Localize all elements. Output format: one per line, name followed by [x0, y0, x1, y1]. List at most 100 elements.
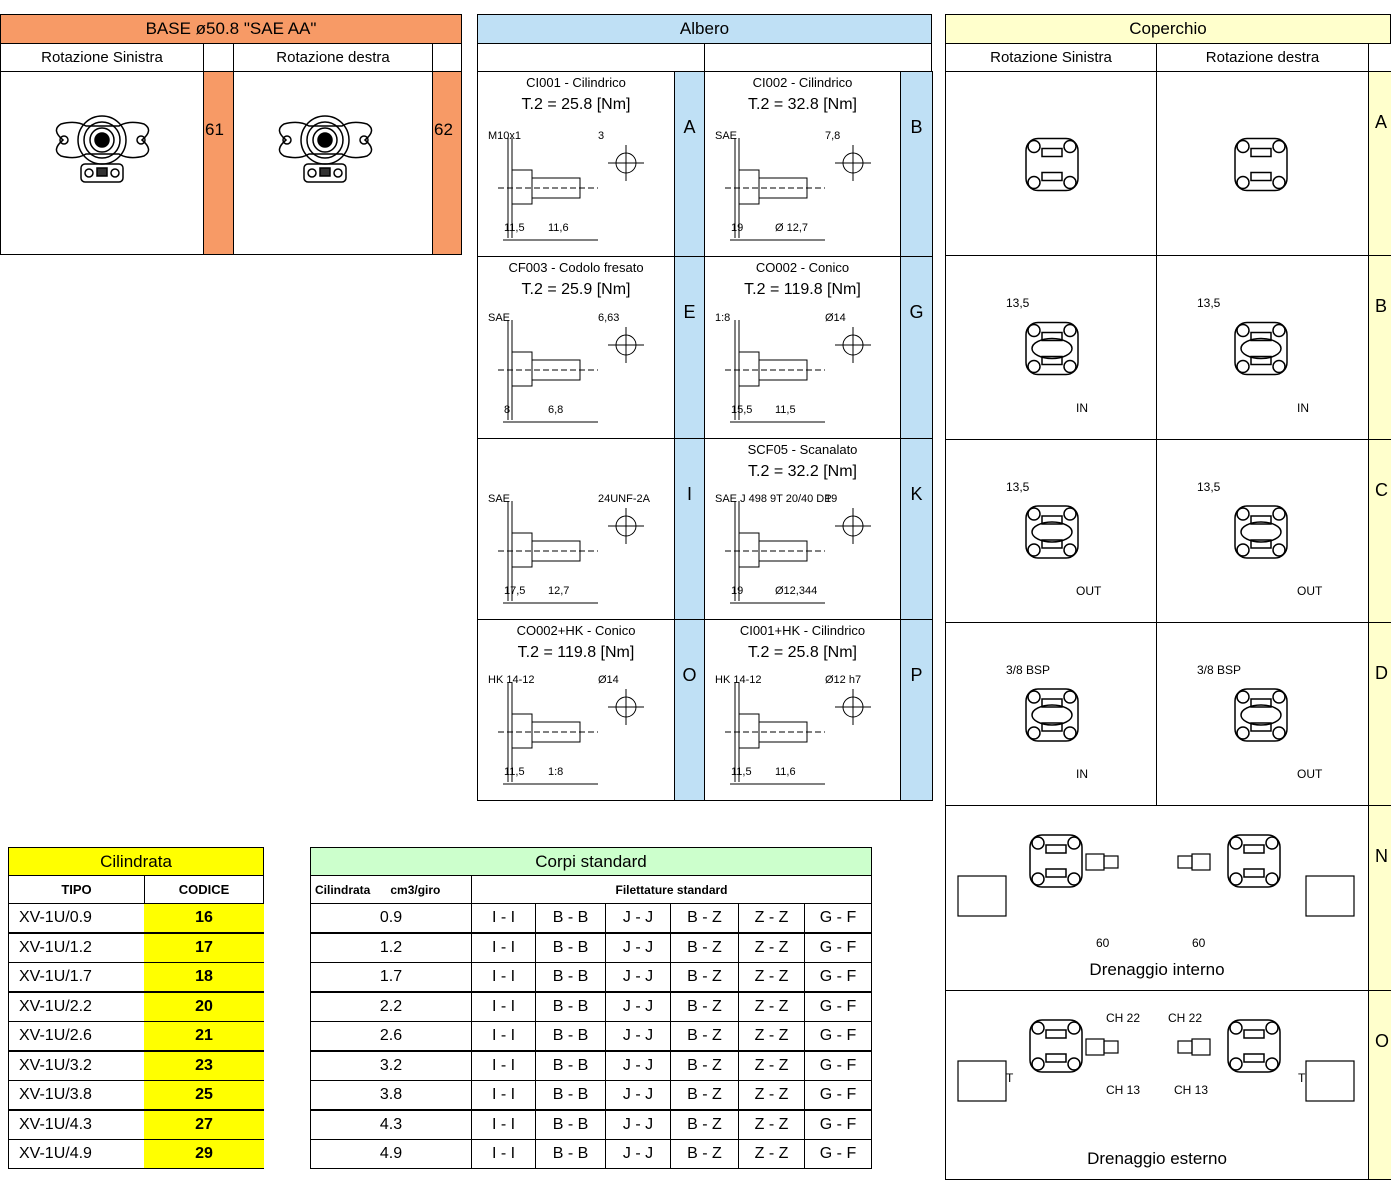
corpi-thread-cell: B - B: [535, 1021, 606, 1051]
shaft-letter: K: [900, 438, 933, 620]
shaft-drawing: [498, 320, 644, 423]
cover-letter: B: [1368, 255, 1391, 440]
shaft-dim-top2: 19: [825, 493, 838, 505]
shaft-dim-top: M10x1: [488, 130, 522, 142]
shaft-drawing: [498, 682, 644, 785]
shaft-dim-top: 1:8: [715, 312, 731, 324]
shaft-dim-bottom: 17,5: [504, 585, 526, 597]
shaft-torque: T.2 = 119.8 [Nm]: [517, 644, 635, 661]
cover-label-port: IN: [1076, 767, 1088, 781]
shaft-name: CI001 - Cilindrico: [526, 75, 626, 90]
shaft-letter: I: [674, 438, 705, 620]
cover-label: 13,5: [1006, 296, 1030, 310]
shaft-dim-bottom: 15,5: [731, 404, 753, 416]
cilindrata-col-tipo: TIPO: [8, 875, 145, 904]
shaft-cell: SCF05 - Scanalato T.2 = 32.2 [Nm] 19 Ø12…: [704, 438, 901, 620]
base-code-left-cell: 61: [203, 71, 234, 255]
corpi-thread-cell: J - J: [605, 1080, 671, 1110]
cilindrata-tipo: XV-1U/2.2: [8, 991, 145, 1022]
shaft-dim-bottom2: 6,8: [548, 404, 564, 416]
shaft-drawing: [725, 320, 871, 423]
corpi-cilindrata-value: 3.2: [310, 1050, 472, 1081]
cover-label-port: IN: [1297, 401, 1309, 415]
cover-left-drawing: [1025, 321, 1079, 376]
corpi-thread-cell: Z - Z: [738, 1080, 805, 1110]
shaft-dim-bottom2: 11,6: [775, 766, 796, 778]
corpi-thread-cell: B - Z: [670, 1109, 739, 1140]
cilindrata-codice: 20: [144, 991, 264, 1022]
cover-left-cell: 3/8 BSP IN: [945, 622, 1157, 806]
coperchio-rot-left-header: Rotazione Sinistra: [945, 43, 1157, 72]
cover-label-port: OUT: [1297, 584, 1323, 598]
cover-letter: N: [1368, 805, 1391, 991]
shaft-torque: T.2 = 25.8 [Nm]: [748, 644, 857, 661]
shaft-dim-bottom: 11,5: [504, 222, 525, 234]
shaft-dim-bottom2: Ø12,344: [775, 585, 818, 597]
shaft-dim-top: SAE: [715, 130, 738, 142]
coperchio-rot-right-header: Rotazione destra: [1156, 43, 1369, 72]
cilindrata-col-codice: CODICE: [144, 875, 264, 904]
cover-right-cell: 13,5 IN: [1156, 255, 1369, 440]
corpi-thread-cell: I - I: [471, 1080, 536, 1110]
shaft-torque: T.2 = 25.9 [Nm]: [521, 281, 631, 298]
cover-letter: A: [1368, 71, 1391, 256]
cover-right-drawing: [1234, 321, 1288, 376]
cover-left-drawing: [1025, 688, 1079, 742]
cilindrata-tipo: XV-1U/4.9: [8, 1139, 145, 1169]
shaft-torque: T.2 = 32.2 [Nm]: [748, 463, 857, 480]
shaft-dim-top: HK 14-12: [488, 674, 535, 686]
cilindrata-codice: 23: [144, 1050, 264, 1081]
cover-label: 13,5: [1197, 296, 1221, 310]
cover-label-port: IN: [1076, 401, 1088, 415]
cover-label: 13,5: [1006, 480, 1030, 494]
shaft-dim-top2: 24UNF-2A: [598, 493, 650, 505]
cilindrata-tipo: XV-1U/2.6: [8, 1021, 145, 1051]
base-code-left: 61: [205, 120, 224, 139]
cover-label-port: OUT: [1297, 767, 1323, 781]
corpi-cilindrata-value: 4.9: [310, 1139, 472, 1169]
shaft-letter: G: [900, 256, 933, 439]
shaft-cell: CI001 - Cilindrico T.2 = 25.8 [Nm] 11,5 …: [477, 71, 675, 257]
corpi-thread-cell: B - B: [535, 932, 606, 963]
corpi-thread-cell: J - J: [605, 991, 671, 1022]
cilindrata-tipo: XV-1U/3.2: [8, 1050, 145, 1081]
shaft-torque: T.2 = 32.8 [Nm]: [748, 96, 857, 113]
corpi-thread-cell: B - B: [535, 1050, 606, 1081]
corpi-thread-cell: B - Z: [670, 903, 739, 933]
cover-right-cell: 13,5 OUT: [1156, 439, 1369, 623]
corpi-thread-cell: B - Z: [670, 932, 739, 963]
corpi-thread-cell: Z - Z: [738, 932, 805, 963]
shaft-cell: CI001+HK - Cilindrico T.2 = 25.8 [Nm] 11…: [704, 619, 901, 801]
corpi-thread-cell: I - I: [471, 962, 536, 992]
cover-drain-dim-right: 60: [1192, 936, 1206, 950]
corpi-cilindrata-value: 3.8: [310, 1080, 472, 1110]
shaft-dim-top: SAE: [488, 493, 511, 505]
shaft-dim-bottom: 11,5: [504, 766, 525, 778]
shaft-drawing: [725, 682, 871, 785]
cover-drain-drawing: [957, 1019, 1355, 1102]
corpi-thread-cell: B - B: [535, 1139, 606, 1169]
shaft-name: CI002 - Cilindrico: [752, 75, 853, 90]
cover-drain-ch13-right: CH 13: [1174, 1083, 1209, 1097]
shaft-dim-top2: Ø12 h7: [825, 674, 862, 686]
shaft-dim-top: SAE J 498 9T 20/40 DP: [715, 493, 832, 505]
corpi-thread-cell: I - I: [471, 991, 536, 1022]
cilindrata-tipo: XV-1U/1.2: [8, 932, 145, 963]
cover-drain-cell: Drenaggio esterno CH 22 CH 22 CH 13 CH 1…: [945, 990, 1369, 1180]
shaft-drawing: [498, 138, 644, 241]
shaft-cell: CO002+HK - Conico T.2 = 119.8 [Nm] 11,5 …: [477, 619, 675, 801]
corpi-thread-cell: Z - Z: [738, 1050, 805, 1081]
cover-left-cell: 13,5 OUT: [945, 439, 1157, 623]
shaft-letter: P: [900, 619, 933, 801]
corpi-thread-cell: G - F: [804, 1139, 872, 1169]
shaft-letter: B: [900, 71, 933, 257]
corpi-title: Corpi standard: [310, 847, 872, 876]
albero-title: Albero: [477, 14, 932, 44]
cover-drain-ch13-left: CH 13: [1106, 1083, 1141, 1097]
base-flange-right-drawing: [278, 115, 373, 183]
shaft-dim-top: SAE: [488, 312, 511, 324]
corpi-thread-cell: B - B: [535, 903, 606, 933]
shaft-dim-bottom: 19: [731, 585, 744, 597]
cover-left-cell: [945, 71, 1157, 256]
corpi-thread-cell: B - Z: [670, 991, 739, 1022]
